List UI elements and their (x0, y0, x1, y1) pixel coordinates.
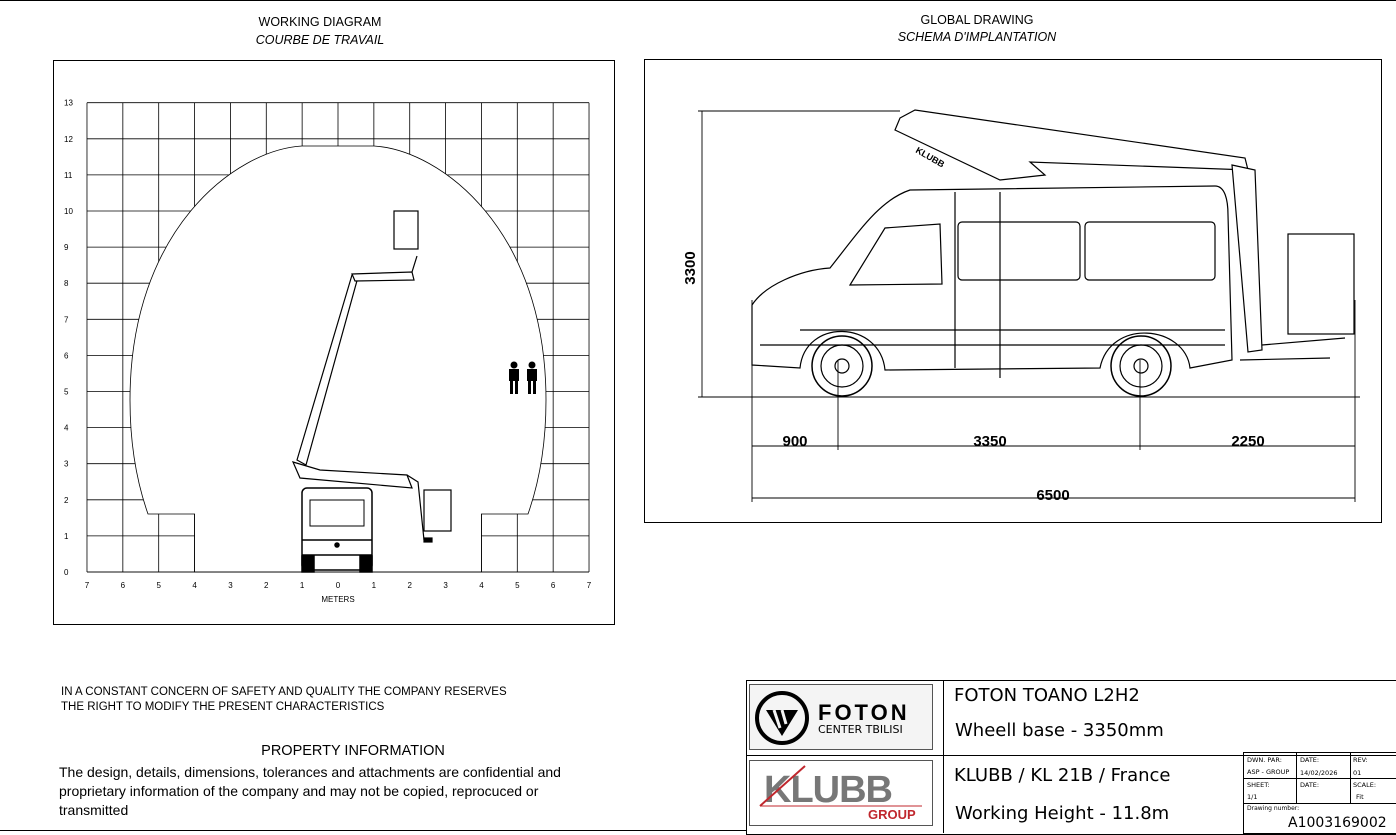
dim-wheelbase: 3350 (973, 433, 1006, 450)
vehicle-model: FOTON TOANO L2H2 (954, 685, 1140, 706)
x-tick-label: 2 (407, 581, 412, 590)
working-diagram-subtitle: COURBE DE TRAVAIL (255, 33, 385, 47)
klubb-logo: KLUBB GROUP (749, 760, 933, 826)
y-tick-label: 4 (64, 424, 69, 433)
y-tick-label: 3 (64, 460, 69, 469)
dimension-labels: 3300 900 3350 2250 6500 (682, 251, 1265, 504)
notice: IN A CONSTANT CONCERN OF SAFETY AND QUAL… (61, 685, 507, 715)
revision-table: DWN. PAR: ASP - GROUP DATE: 14/02/2026 R… (1243, 752, 1396, 834)
van-side-view (751, 109, 1355, 397)
truck-front-view (301, 487, 373, 573)
notice-line2: THE RIGHT TO MODIFY THE PRESENT CHARACTE… (61, 701, 385, 713)
y-tick-label: 13 (64, 99, 73, 108)
y-tick-label: 9 (64, 243, 69, 252)
x-tick-label: 5 (156, 581, 161, 590)
y-tick-label: 5 (64, 388, 69, 397)
wheelbase: Wheell base - 3350mm (955, 720, 1164, 741)
y-tick-label: 6 (64, 351, 69, 360)
dim-height: 3300 (682, 251, 699, 284)
x-tick-label: 5 (515, 581, 520, 590)
global-drawing-frame (644, 59, 1382, 523)
notice-line1: IN A CONSTANT CONCERN OF SAFETY AND QUAL… (61, 686, 507, 698)
working-diagram-title: WORKING DIAGRAM (258, 15, 382, 29)
x-tick-label: 7 (587, 581, 592, 590)
bottom-border (0, 830, 746, 831)
y-tick-label: 7 (64, 315, 69, 324)
y-tick-label: 2 (64, 496, 69, 505)
x-tick-label: 4 (479, 581, 484, 590)
foton-logo: FOTON CENTER TBILISI (749, 684, 933, 750)
drawing-number: A1003169002 (1288, 815, 1387, 831)
x-tick-label: 2 (264, 581, 269, 590)
equipment: KLUBB / KL 21B / France (954, 765, 1171, 786)
y-tick-label: 1 (64, 532, 69, 541)
x-tick-label: 4 (192, 581, 197, 590)
x-tick-label: 6 (551, 581, 556, 590)
y-tick-label: 10 (64, 207, 73, 216)
global-drawing-title: GLOBAL DRAWING (920, 13, 1034, 27)
top-border (0, 0, 1396, 1)
persons-icon (509, 361, 537, 394)
dim-rear: 2250 (1231, 433, 1264, 450)
y-tick-label: 12 (64, 135, 73, 144)
boom-working-position (291, 210, 452, 543)
dim-front: 900 (782, 433, 807, 450)
x-axis-label: METERS (321, 595, 355, 604)
x-tick-label: 1 (372, 581, 377, 590)
y-tick-label: 11 (64, 171, 73, 180)
working-height: Working Height - 11.8m (955, 803, 1170, 824)
x-tick-label: 0 (336, 581, 341, 590)
x-tick-label: 1 (300, 581, 305, 590)
y-tick-label: 8 (64, 279, 69, 288)
property-title: PROPERTY INFORMATION (261, 743, 445, 759)
dim-total: 6500 (1036, 487, 1069, 504)
y-tick-label: 0 (64, 568, 69, 577)
x-tick-label: 6 (121, 581, 126, 590)
x-tick-label: 3 (228, 581, 233, 590)
working-envelope (129, 145, 547, 573)
global-drawing-subtitle: SCHEMA D'IMPLANTATION (897, 30, 1057, 44)
working-diagram-frame (53, 60, 615, 625)
x-tick-label: 3 (443, 581, 448, 590)
property-text: The design, details, dimensions, toleran… (59, 764, 561, 818)
x-tick-label: 7 (85, 581, 90, 590)
x-ticks: 7 6 5 4 3 2 1 0 1 2 3 4 5 6 7 (85, 581, 592, 590)
